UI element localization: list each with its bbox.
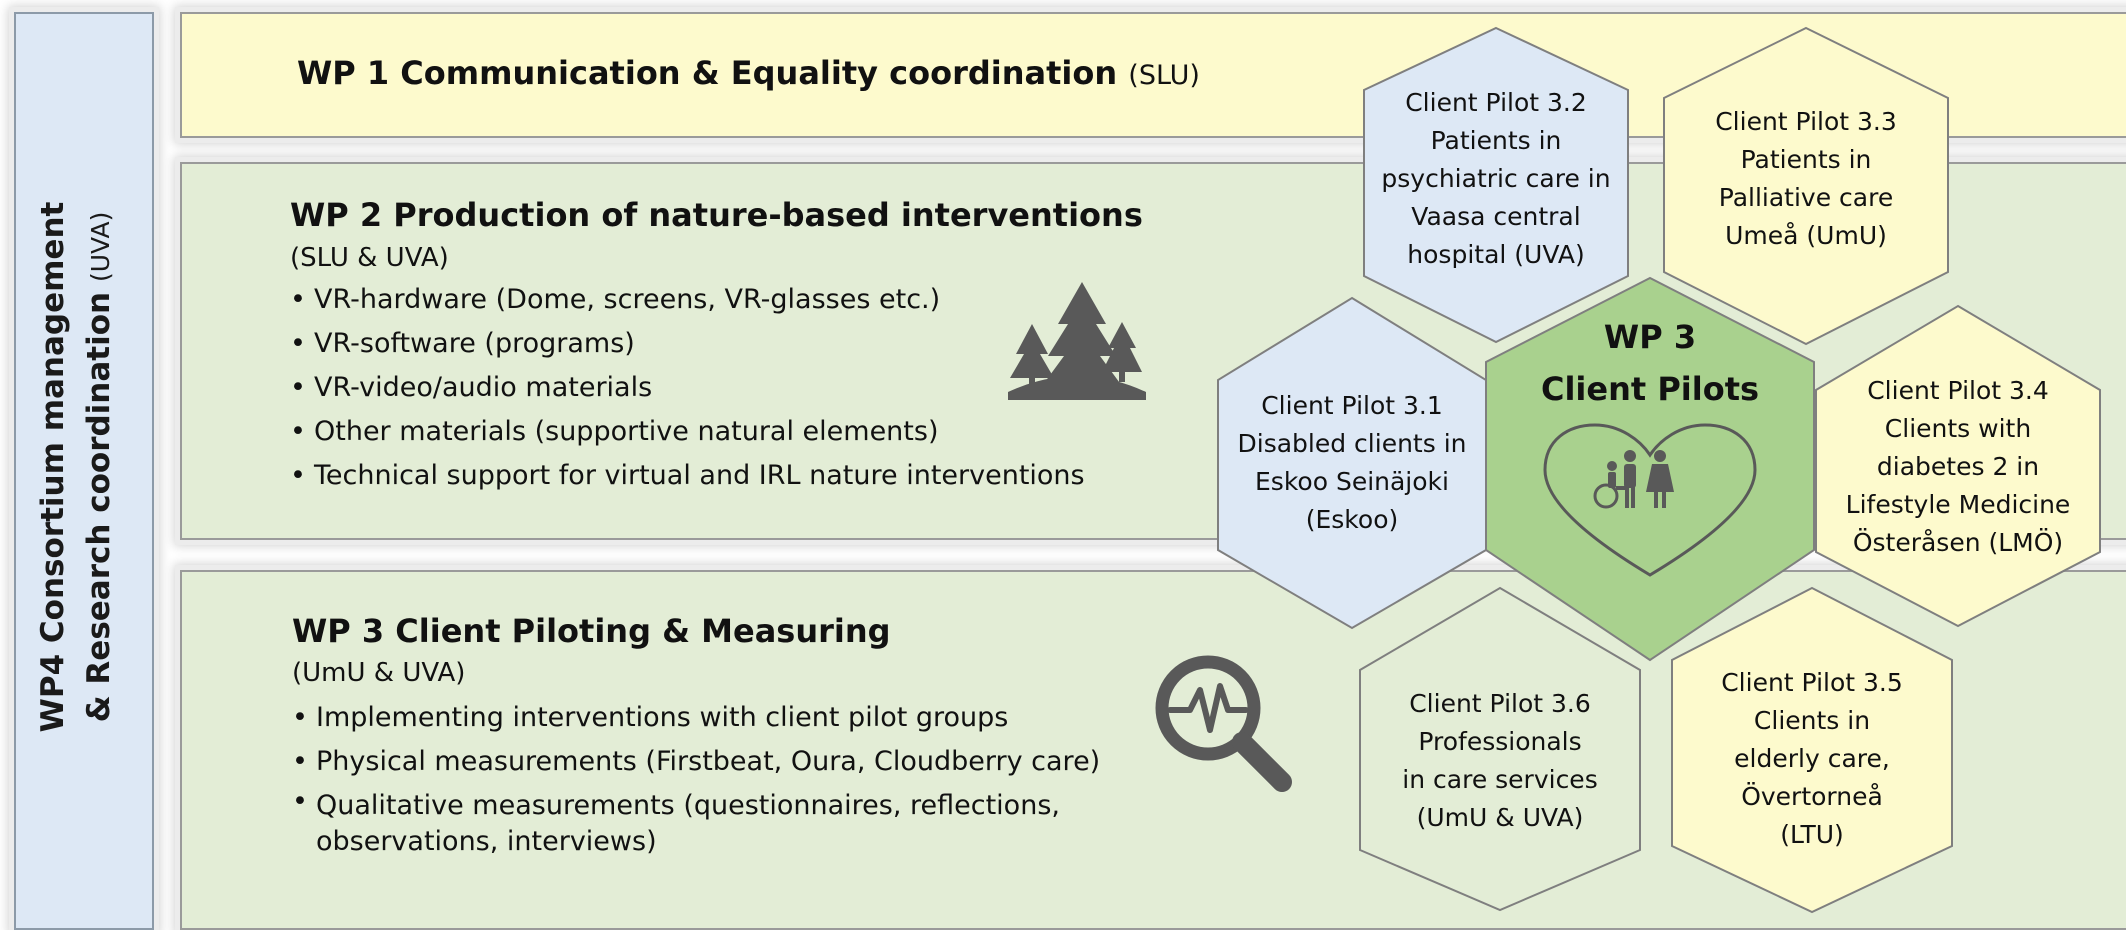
wp1-org: (SLU): [1128, 60, 1200, 91]
wp3-title: WP 3 Client Piloting & Measuring: [292, 612, 891, 650]
hex-label-line: in care services: [1402, 765, 1597, 794]
hex-label-line: Clients with: [1885, 414, 2031, 443]
forest-icon: [1008, 282, 1146, 400]
hex-label-line: hospital (UVA): [1407, 240, 1584, 269]
hex-label-line: (UmU & UVA): [1417, 803, 1584, 832]
wp2-list: VR-hardware (Dome, screens, VR-glasses e…: [290, 278, 1085, 498]
hex-label-line: Umeå (UmU): [1725, 221, 1887, 250]
hex-shape: [1359, 586, 1641, 912]
hex-label-line: Client Pilot 3.6: [1409, 689, 1591, 718]
magnifier-pulse-icon: [1155, 655, 1292, 792]
hex-label-line: Clients in: [1754, 706, 1870, 735]
wp1-title: WP 1 Communication & Equality coordinati…: [297, 54, 1118, 92]
wp3-list: Implementing interventions with client p…: [292, 696, 1152, 864]
hex-label-line: psychiatric care in: [1381, 164, 1610, 193]
hex-label-line: Vaasa central: [1411, 202, 1580, 231]
hex-label-line: Client Pilot 3.1: [1261, 391, 1443, 420]
hex-shape: [1663, 26, 1949, 346]
hex-label-line: Professionals: [1418, 727, 1581, 756]
hex-label-line: Palliative care: [1719, 183, 1893, 212]
hex-label-line: Disabled clients in: [1238, 429, 1467, 458]
hex-shape: [1671, 586, 1953, 914]
hex-label-line: Lifestyle Medicine: [1846, 490, 2071, 519]
wp2-org: (SLU & UVA): [290, 243, 449, 273]
hex-label-line: elderly care,: [1734, 744, 1890, 773]
wp4-band: [14, 12, 154, 930]
hex-label-line: Client Pilot 3.2: [1405, 88, 1587, 117]
list-item: Other materials (supportive natural elem…: [290, 410, 1085, 454]
list-item: Physical measurements (Firstbeat, Oura, …: [292, 740, 1152, 784]
hex-label-line: (Eskoo): [1306, 505, 1399, 534]
center-hex-group: WP 3 Client Pilots: [1485, 276, 1815, 662]
hex-label-line: diabetes 2 in: [1877, 452, 2039, 481]
wp3-org: (UmU & UVA): [292, 658, 466, 688]
hex-shape: [1815, 304, 2101, 628]
hex-label-line: Client Pilot 3.3: [1715, 107, 1897, 136]
list-item: Qualitative measurements (questionnaires…: [292, 784, 1152, 864]
hex-label-line: Österåsen (LMÖ): [1853, 528, 2063, 557]
heart-people-icon: [1543, 423, 1757, 577]
center-hex: [1485, 276, 1815, 662]
hex-label-line: Client Pilot 3.5: [1721, 668, 1903, 697]
hex-shape: [1363, 26, 1629, 344]
wp2-title: WP 2 Production of nature-based interven…: [290, 196, 1143, 234]
list-item: Technical support for virtual and IRL na…: [290, 454, 1085, 498]
list-item: Implementing interventions with client p…: [292, 696, 1152, 740]
hex-label-line: Övertorneå: [1741, 782, 1883, 811]
center-title-line2: Client Pilots: [1541, 370, 1759, 408]
hex-shape: [1217, 296, 1487, 630]
list-item: VR-software (programs): [290, 322, 1085, 366]
list-item: VR-hardware (Dome, screens, VR-glasses e…: [290, 278, 1085, 322]
hex-label-line: Patients in: [1741, 145, 1872, 174]
wp1-heading: WP 1 Communication & Equality coordinati…: [297, 54, 1200, 92]
list-item: VR-video/audio materials: [290, 366, 1085, 410]
hex-label-line: Patients in: [1431, 126, 1562, 155]
hex-label-line: Client Pilot 3.4: [1867, 376, 2049, 405]
hex-label-line: Eskoo Seinäjoki: [1255, 467, 1449, 496]
center-title-line1: WP 3: [1604, 318, 1696, 356]
hex-label-line: (LTU): [1780, 820, 1844, 849]
